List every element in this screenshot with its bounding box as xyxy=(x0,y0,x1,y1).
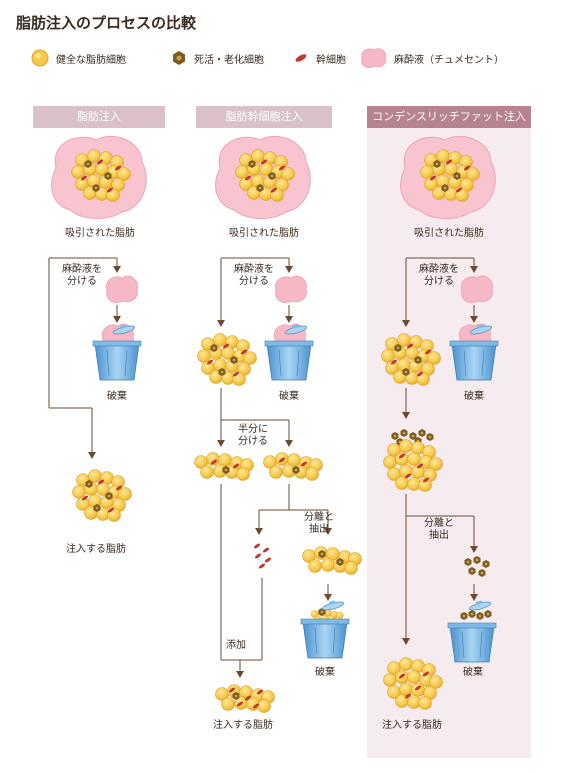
centrifuged-fat xyxy=(384,429,443,492)
aspirated-fat-blob xyxy=(52,136,147,218)
condense-flow xyxy=(382,136,499,709)
discard-label: 破棄 xyxy=(463,667,483,678)
separate-anesthetic-label: 麻酔液を 分ける xyxy=(234,264,274,287)
fat-cluster xyxy=(198,334,257,386)
header-stem-cell: 脂肪幹細胞注入 xyxy=(196,106,332,128)
injected-fat-label: 注入する脂肪 xyxy=(213,720,273,731)
separate-anesthetic-label: 麻酔液を 分ける xyxy=(419,264,459,287)
discard-label: 破棄 xyxy=(107,391,127,402)
aspirated-fat-label: 吸引された脂肪 xyxy=(414,228,484,239)
legend-label: 死活・老化細胞 xyxy=(194,54,264,66)
header-fat-injection: 脂肪注入 xyxy=(33,106,165,128)
discard-bucket xyxy=(447,597,497,663)
aspirated-fat-blob xyxy=(216,136,311,218)
injected-fat-label: 注入する脂肪 xyxy=(66,544,126,555)
aspirated-fat-label: 吸引された脂肪 xyxy=(229,228,299,239)
injected-fat-cluster xyxy=(216,685,275,713)
add-label: 添加 xyxy=(226,640,246,651)
header-condense: コンデンスリッチファット注入 xyxy=(367,106,531,128)
discard-bucket xyxy=(92,321,142,381)
discard-bucket xyxy=(449,321,499,381)
discard-bucket xyxy=(300,597,350,659)
half-fat-right xyxy=(264,453,323,481)
legend-item-anesthetic: 麻酔液（チュメセント） xyxy=(358,46,504,70)
legend: 健全な脂肪細胞 死活・老化細胞 幹細胞 麻酔液（チュメセント） xyxy=(30,46,560,70)
discard-label: 破棄 xyxy=(315,667,335,678)
injected-fat-cluster xyxy=(384,658,443,710)
anesthetic-fluid-blob xyxy=(460,275,493,303)
discard-label: 破棄 xyxy=(279,391,299,402)
fat-cluster xyxy=(382,334,441,386)
split-half-label: 半分に 分ける xyxy=(238,424,268,447)
legend-item-dead: 死活・老化細胞 xyxy=(170,46,264,70)
extracted-stem-cells xyxy=(253,542,272,570)
legend-label: 麻酔液（チュメセント） xyxy=(394,54,504,66)
anesthetic-fluid-blob xyxy=(105,275,138,303)
fat-injection-flow xyxy=(48,136,147,522)
aspirated-fat-label: 吸引された脂肪 xyxy=(65,228,135,239)
discard-bucket xyxy=(264,321,314,381)
separate-extract-label: 分離と 抽出 xyxy=(304,512,334,535)
stem-cell-icon xyxy=(295,54,307,62)
stem-cell-flow xyxy=(195,136,362,712)
separate-extract-label: 分離と 抽出 xyxy=(424,518,454,541)
healthy-fat-cell-icon xyxy=(31,49,49,67)
injected-fat-cluster xyxy=(73,470,132,522)
legend-item-healthy: 健全な脂肪細胞 xyxy=(30,46,126,70)
legend-label: 健全な脂肪細胞 xyxy=(56,54,126,66)
remaining-fat xyxy=(303,547,362,575)
legend-item-stem: 幹細胞 xyxy=(292,46,346,70)
anesthetic-fluid-blob xyxy=(274,275,307,303)
aspirated-fat-blob xyxy=(401,136,496,218)
discard-label: 破棄 xyxy=(464,391,484,402)
legend-label: 幹細胞 xyxy=(316,54,346,66)
separate-anesthetic-label: 麻酔液を 分ける xyxy=(62,264,102,287)
dead-cell-icon xyxy=(173,51,185,65)
extracted-dead-cells xyxy=(464,556,490,577)
anesthetic-fluid-icon xyxy=(361,48,387,68)
page-title: 脂肪注入のプロセスの比較 xyxy=(16,14,197,32)
half-fat-left xyxy=(195,453,254,481)
injected-fat-label: 注入する脂肪 xyxy=(382,720,442,731)
